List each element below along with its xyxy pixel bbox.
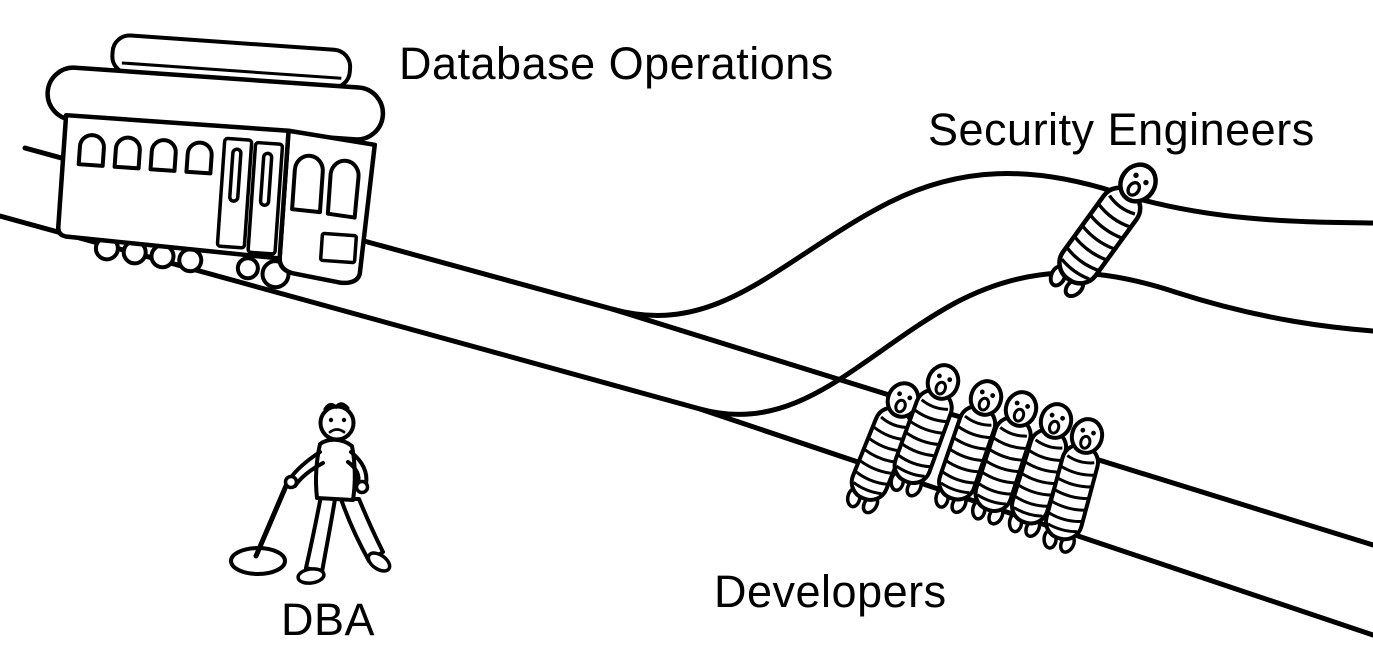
tracks bbox=[0, 145, 1373, 638]
switch-operator-label: DBA bbox=[281, 594, 376, 645]
lower-track-label: Developers bbox=[714, 566, 947, 617]
track-upper-branch-bottom-rail bbox=[0, 213, 1373, 417]
dba-head bbox=[318, 404, 356, 442]
dba-frown bbox=[328, 428, 346, 434]
trolley-front-windows bbox=[290, 153, 361, 220]
trolley-side-windows bbox=[76, 133, 214, 176]
trolley-front-panel bbox=[318, 231, 359, 265]
trolley-label: Database Operations bbox=[399, 38, 834, 89]
track-upper-branch-top-rail bbox=[22, 145, 1373, 318]
dba-hand bbox=[283, 474, 299, 490]
dba-figure bbox=[229, 402, 392, 585]
trolley-door bbox=[215, 136, 285, 256]
trolley-illustration bbox=[45, 33, 386, 290]
switch-lever bbox=[253, 476, 292, 559]
dba-torso bbox=[314, 437, 357, 502]
developers-victims bbox=[839, 357, 1111, 558]
upper-track-label: Security Engineers bbox=[928, 104, 1315, 155]
